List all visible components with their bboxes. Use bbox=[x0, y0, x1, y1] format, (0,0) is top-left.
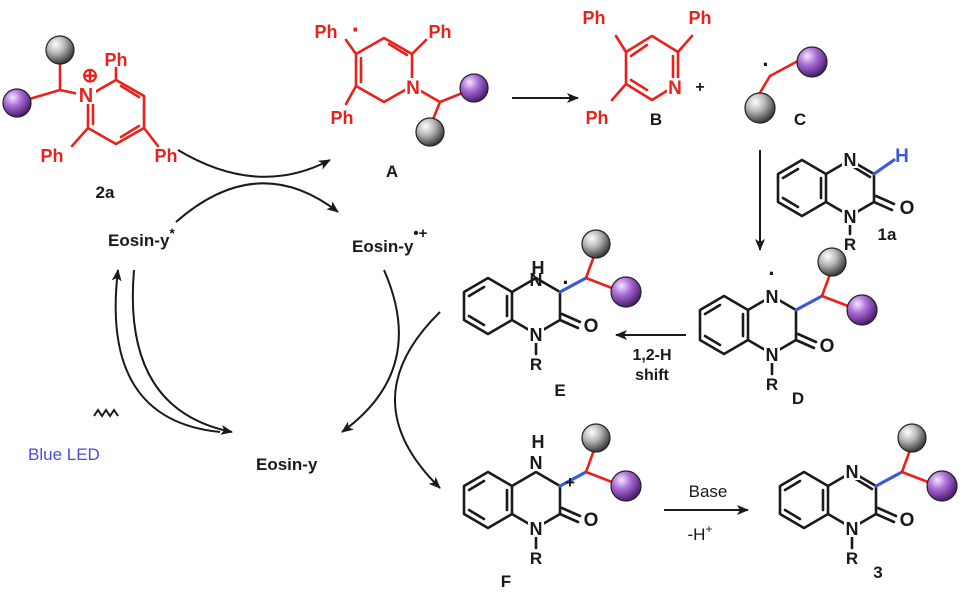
eosin-ground: Eosin-y bbox=[256, 455, 318, 474]
ph-group: Ph bbox=[428, 22, 451, 42]
ph-group: Ph bbox=[154, 146, 177, 166]
atom-o: O bbox=[584, 510, 599, 531]
atom-h: H bbox=[895, 146, 909, 167]
purple-sphere bbox=[2, 88, 32, 118]
compound-label-C: C bbox=[794, 110, 806, 129]
positive-charge: ⊕ bbox=[82, 65, 99, 87]
ph-group: Ph bbox=[314, 22, 337, 42]
arrow-E-to-F bbox=[394, 311, 441, 489]
grey-sphere bbox=[897, 423, 927, 453]
atom-r: R bbox=[530, 549, 542, 568]
compound-label-2a: 2a bbox=[96, 183, 115, 202]
atom-n: N bbox=[766, 287, 779, 307]
compound-label-D: D bbox=[792, 389, 804, 408]
compound-label-3: 3 bbox=[873, 563, 882, 582]
purple-sphere bbox=[846, 294, 878, 326]
compound-label-B: B bbox=[650, 110, 662, 129]
compound-label-E: E bbox=[554, 381, 565, 400]
atom-n: N bbox=[766, 345, 779, 365]
radical-dot: · bbox=[562, 270, 569, 295]
compound-label-A: A bbox=[386, 162, 398, 181]
atom-r: R bbox=[844, 235, 856, 254]
grey-sphere bbox=[581, 229, 611, 259]
atom-nh: H bbox=[532, 432, 545, 452]
ph-group: Ph bbox=[688, 8, 711, 28]
atom-r: R bbox=[766, 375, 778, 394]
arrow-set-to-A bbox=[177, 149, 331, 178]
eosin-radical-cation: Eosin-y•+ bbox=[352, 225, 428, 256]
atom-n: N bbox=[530, 519, 543, 539]
arrow-eosin-oxidation bbox=[175, 182, 339, 223]
label-shift-line2: shift bbox=[635, 367, 669, 384]
atom-o: O bbox=[820, 336, 835, 357]
compound-A: N · Ph Ph Ph A bbox=[314, 14, 489, 181]
compound-E: H N · N O R E bbox=[462, 229, 642, 400]
ph-group: Ph bbox=[330, 108, 353, 128]
grey-sphere bbox=[581, 423, 611, 453]
compound-F: H N + N O R F bbox=[462, 423, 642, 591]
compound-label-F: F bbox=[501, 572, 511, 591]
atom-n: N bbox=[846, 519, 859, 539]
atom-r: R bbox=[530, 355, 542, 374]
arrow-excitation bbox=[111, 269, 221, 433]
radical-dot: · bbox=[762, 52, 769, 77]
atom-nh: H bbox=[532, 258, 545, 278]
purple-sphere bbox=[926, 470, 958, 502]
purple-sphere bbox=[459, 73, 489, 103]
light-source-label: Blue LED bbox=[28, 445, 100, 464]
compound-3: N N O R 3 bbox=[778, 423, 958, 582]
grey-sphere bbox=[415, 117, 445, 147]
grey-sphere bbox=[45, 35, 75, 65]
purple-sphere bbox=[610, 276, 642, 308]
label-shift-line1: 1,2-H bbox=[632, 347, 671, 364]
atom-n: N bbox=[846, 462, 859, 482]
purple-sphere bbox=[796, 46, 828, 78]
atom-n: N bbox=[406, 78, 420, 99]
label-base: Base bbox=[689, 482, 728, 501]
compound-2a: N ⊕ Ph Ph Ph 2a bbox=[2, 35, 178, 202]
label-minus-h: -H+ bbox=[688, 522, 713, 544]
radical-dot: · bbox=[768, 261, 775, 286]
ph-group: Ph bbox=[104, 50, 127, 70]
arrow-eosin-reduction bbox=[341, 269, 400, 433]
plus-sign: + bbox=[695, 79, 704, 96]
compound-D: N · N O R D bbox=[698, 247, 878, 408]
atom-n: N bbox=[530, 325, 543, 345]
purple-sphere bbox=[610, 470, 642, 502]
arrow-relaxation bbox=[131, 269, 233, 435]
ph-group: Ph bbox=[585, 108, 608, 128]
compound-label-1a: 1a bbox=[878, 225, 897, 244]
atom-r: R bbox=[846, 549, 858, 568]
cation-plus: + bbox=[565, 473, 575, 492]
atom-n: N bbox=[844, 150, 857, 170]
light-squiggle-icon bbox=[93, 408, 119, 418]
atom-n: N bbox=[844, 207, 857, 227]
compound-C: · C bbox=[744, 46, 828, 129]
ph-group: Ph bbox=[40, 146, 63, 166]
grey-sphere bbox=[744, 92, 776, 124]
atom-n: N bbox=[530, 453, 543, 473]
atom-o: O bbox=[900, 198, 915, 219]
atom-n: N bbox=[79, 85, 93, 107]
eosin-excited: Eosin-y* bbox=[108, 225, 175, 250]
atom-o: O bbox=[900, 510, 915, 531]
grey-sphere bbox=[817, 247, 847, 277]
atom-n: N bbox=[530, 270, 543, 290]
compound-B: N Ph Ph Ph B + bbox=[582, 8, 711, 129]
radical-dot: · bbox=[352, 14, 361, 44]
atom-o: O bbox=[584, 316, 599, 337]
ph-group: Ph bbox=[582, 8, 605, 28]
compound-1a: N N H O R 1a bbox=[776, 146, 915, 254]
atom-n: N bbox=[668, 78, 682, 99]
